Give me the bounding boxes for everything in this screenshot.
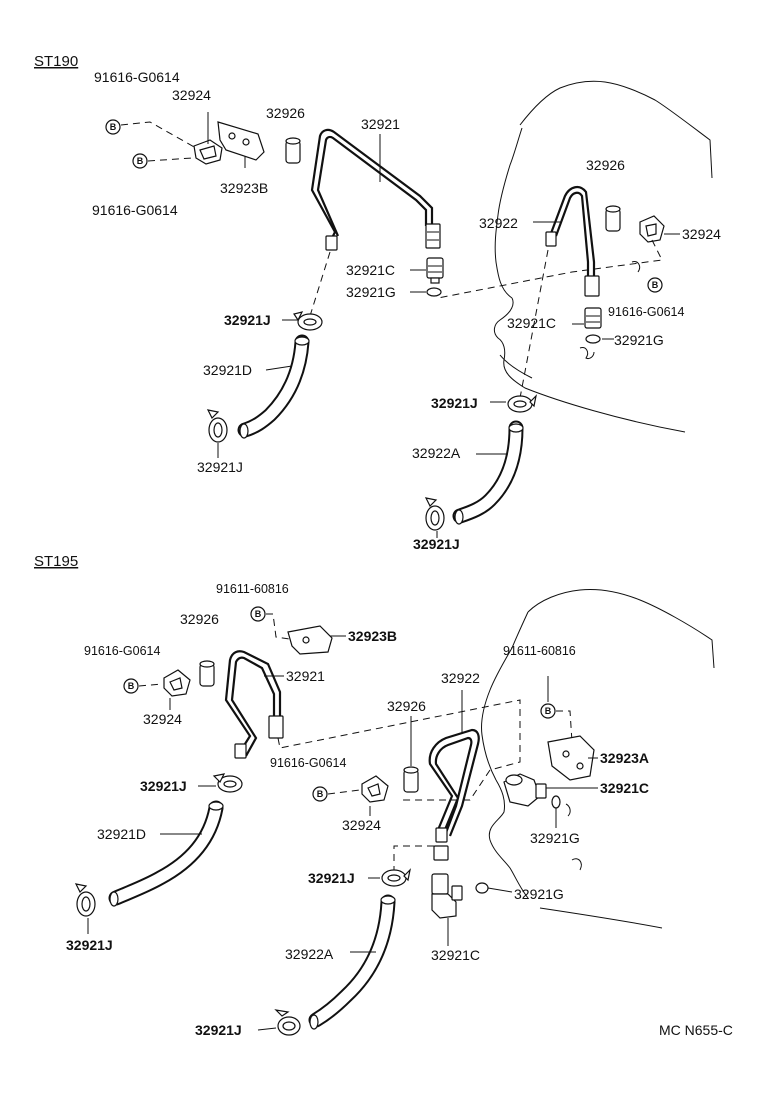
- part-label-bolt: 91611-60816: [216, 582, 289, 596]
- part-label-clip: 32921J: [140, 778, 187, 794]
- hose-clip-icon: [212, 773, 243, 793]
- hose-clip-icon: [74, 883, 96, 917]
- gasket-icon: [551, 795, 561, 809]
- part-label-clamp: 32924: [682, 226, 721, 242]
- part-label-hose: 32921D: [97, 826, 146, 842]
- part-label-pipe: 32921: [361, 116, 400, 132]
- hose-clip-icon: [381, 868, 411, 887]
- hose-clip-icon: [274, 1009, 301, 1036]
- catalog-code: MC N655-C: [659, 1022, 733, 1038]
- clamp-icon: [639, 215, 665, 243]
- clamp-icon: [361, 775, 389, 803]
- bracket-icon: [287, 625, 333, 655]
- bracket-icon: [217, 121, 265, 161]
- union-fitting-icon: [503, 773, 547, 807]
- part-label-insulator: 32926: [387, 698, 426, 714]
- part-label-clip: 32921J: [197, 459, 243, 475]
- hose-clip-icon: [507, 394, 537, 413]
- part-label-clip: 32921J: [66, 937, 113, 953]
- part-label-insulator: 32926: [180, 611, 219, 627]
- part-label-gasket: 32921G: [530, 830, 580, 846]
- section-label-st190: ST190: [34, 53, 78, 70]
- gasket-icon: [475, 882, 489, 894]
- part-label-clip: 32921J: [431, 395, 478, 411]
- oil-cooler-pipe: [545, 186, 600, 297]
- part-label-bolt: 91616-G0614: [270, 756, 347, 770]
- bracket-icon: [547, 735, 595, 781]
- svg-text:B: B: [317, 789, 324, 799]
- bolt-marker-icon: B: [647, 277, 663, 293]
- part-label-clip: 32921J: [308, 870, 355, 886]
- part-label-bolt: 91616-G0614: [94, 69, 180, 85]
- part-label-bolt: 91611-60816: [503, 644, 576, 658]
- part-label-pipe: 32921: [286, 668, 325, 684]
- part-label-union: 32921C: [431, 947, 480, 963]
- insulator-icon: [605, 205, 621, 232]
- part-label-bracket: 32923A: [600, 750, 649, 766]
- part-label-clip: 32921J: [413, 536, 460, 552]
- svg-text:B: B: [137, 156, 144, 166]
- transmission-outline-st190: [493, 80, 713, 433]
- part-label-hose: 32921D: [203, 362, 252, 378]
- section-label-st195: ST195: [34, 553, 78, 570]
- gasket-icon: [585, 334, 601, 344]
- part-label-pipe: 32922: [479, 215, 518, 231]
- part-label-gasket: 32921G: [514, 886, 564, 902]
- bolt-marker-icon: B: [132, 153, 148, 169]
- part-label-union: 32921C: [600, 780, 649, 796]
- clamp-icon: [193, 139, 223, 165]
- part-label-clamp: 32924: [143, 711, 182, 727]
- part-label-pipe: 32922: [441, 670, 480, 686]
- svg-text:B: B: [545, 706, 552, 716]
- insulator-icon: [199, 660, 215, 687]
- oil-cooler-pipe: [310, 128, 441, 251]
- union-fitting-icon: [431, 873, 463, 919]
- insulator-icon: [285, 137, 301, 164]
- oil-cooler-pipe: [224, 650, 284, 759]
- part-label-hose: 32922A: [285, 946, 334, 962]
- part-label-gasket: 32921G: [614, 332, 664, 348]
- hose-clip-icon: [206, 409, 228, 443]
- part-label-insulator: 32926: [266, 105, 305, 121]
- part-label-clamp: 32924: [172, 87, 211, 103]
- gasket-icon: [426, 287, 442, 297]
- part-label-bolt: 91616-G0614: [84, 644, 161, 658]
- rubber-hose: [452, 420, 524, 525]
- part-label-gasket: 32921G: [346, 284, 396, 300]
- transmission-outline-st195: [481, 589, 715, 929]
- rubber-hose: [108, 800, 224, 907]
- bolt-marker-icon: B: [312, 786, 328, 802]
- bolt-marker-icon: B: [250, 606, 266, 622]
- hose-clip-icon: [424, 497, 445, 531]
- part-label-bracket: 32923B: [220, 180, 268, 196]
- part-label-clip: 32921J: [195, 1022, 242, 1038]
- svg-text:B: B: [128, 681, 135, 691]
- bolt-marker-icon: B: [105, 119, 121, 135]
- svg-text:B: B: [652, 280, 659, 290]
- insulator-icon: [403, 766, 419, 793]
- part-label-bracket: 32923B: [348, 628, 397, 644]
- rubber-hose: [237, 334, 310, 439]
- bolt-marker-icon: B: [123, 678, 139, 694]
- bolt-marker-icon: B: [540, 703, 556, 719]
- part-label-insulator: 32926: [586, 157, 625, 173]
- part-label-union: 32921C: [346, 262, 395, 278]
- part-label-bolt: 91616-G0614: [92, 202, 178, 218]
- part-label-clamp: 32924: [342, 817, 381, 833]
- svg-text:B: B: [110, 122, 117, 132]
- union-fitting-icon: [584, 307, 602, 329]
- hose-clip-icon: [293, 311, 323, 331]
- part-label-bolt: 91616-G0614: [608, 305, 685, 319]
- svg-text:B: B: [255, 609, 262, 619]
- part-label-union: 32921C: [507, 315, 556, 331]
- part-label-hose: 32922A: [412, 445, 461, 461]
- union-fitting-icon: [426, 257, 444, 284]
- clamp-icon: [163, 669, 191, 697]
- rubber-hose: [308, 894, 396, 1030]
- part-label-clip: 32921J: [224, 312, 271, 328]
- oil-cooler-pipe: [428, 728, 480, 861]
